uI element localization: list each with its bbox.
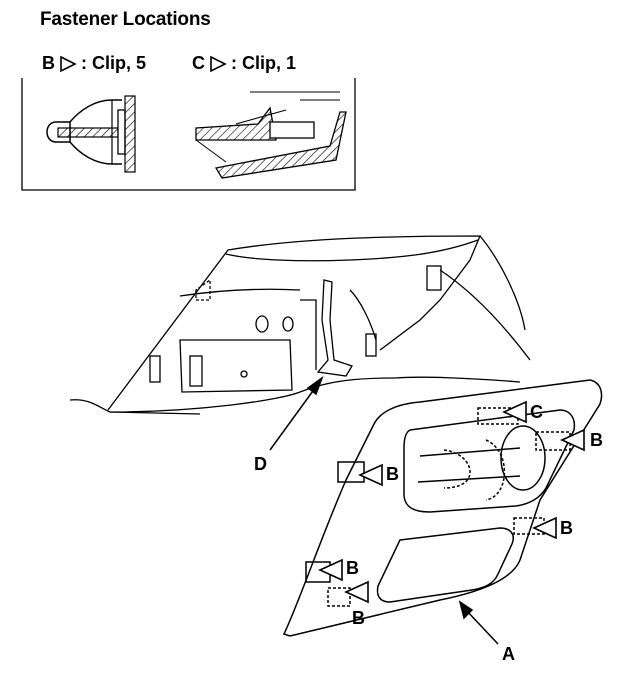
callout-labels: C B B B B B D A bbox=[254, 402, 603, 664]
legend-c-text: : Clip, 1 bbox=[231, 53, 297, 73]
clip-c-detail bbox=[195, 91, 347, 179]
clip-b-marker bbox=[318, 558, 343, 582]
legend-clip-b: B : Clip, 5 bbox=[42, 53, 146, 74]
clip-b-marker bbox=[560, 428, 585, 452]
page-title: Fastener Locations bbox=[40, 9, 211, 30]
legend-c-letter: C bbox=[192, 53, 205, 73]
clip-b-marker bbox=[358, 463, 383, 487]
arrowhead-icon bbox=[458, 600, 474, 620]
callout-b: B bbox=[560, 518, 573, 538]
legend-b-text: : Clip, 5 bbox=[81, 53, 147, 73]
callout-b: B bbox=[352, 608, 365, 628]
clip-detail-inset bbox=[21, 78, 356, 191]
callout-d: D bbox=[254, 454, 267, 474]
leader-d bbox=[269, 383, 319, 451]
leader-a bbox=[465, 609, 499, 645]
triangle-marker-icon bbox=[60, 55, 77, 72]
clip-b-marker bbox=[532, 516, 557, 540]
callout-a: A bbox=[502, 644, 515, 664]
triangle-marker-icon bbox=[210, 55, 227, 72]
clip-c-marker bbox=[502, 400, 527, 424]
leader-arrows bbox=[269, 375, 499, 645]
legend-b-letter: B bbox=[42, 53, 55, 73]
clip-b-detail bbox=[46, 95, 136, 173]
callout-b: B bbox=[346, 558, 359, 578]
callout-c: C bbox=[530, 402, 543, 422]
clip-b-marker bbox=[344, 580, 369, 604]
callout-b: B bbox=[590, 430, 603, 450]
clip-markers bbox=[318, 400, 585, 604]
callout-b: B bbox=[386, 464, 399, 484]
trim-panel-a bbox=[282, 379, 603, 637]
tailgate-body bbox=[69, 235, 531, 415]
legend-clip-c: C : Clip, 1 bbox=[192, 53, 296, 74]
arrowhead-icon bbox=[306, 375, 324, 396]
